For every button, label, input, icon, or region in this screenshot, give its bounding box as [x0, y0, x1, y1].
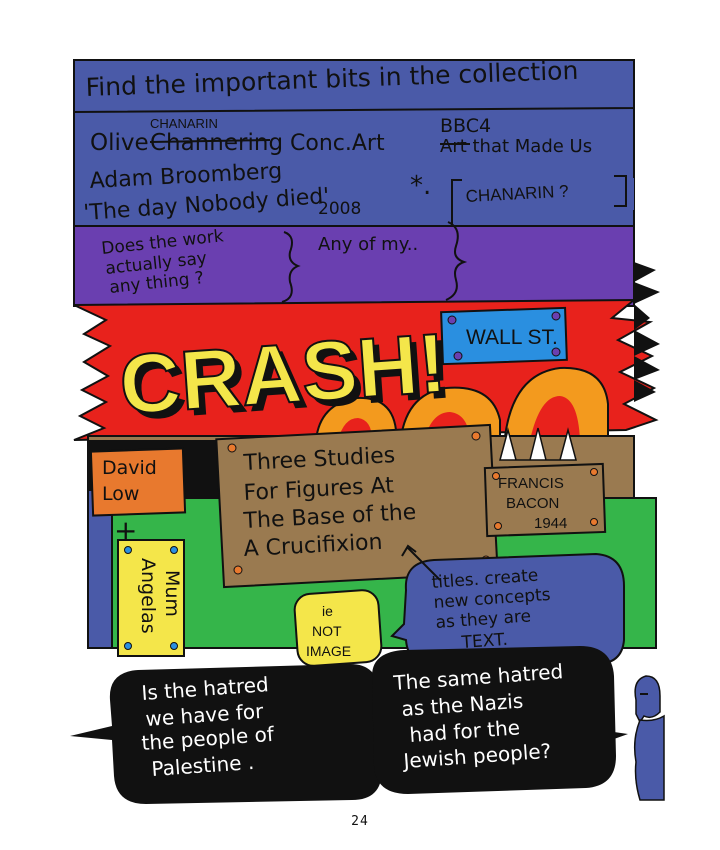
curly-bracket-right	[445, 221, 468, 301]
crash-text: CRASH!	[117, 315, 449, 432]
sign-rivet	[551, 311, 561, 321]
mum-text: Mum	[161, 570, 183, 617]
crash-shadow: CRASH!	[123, 321, 455, 438]
blue-figure-illustration	[633, 675, 665, 801]
label-rivet	[227, 443, 237, 453]
white-teeth	[499, 427, 577, 461]
purple-any-of-my: Any of my..	[318, 234, 418, 255]
page-number: 24	[351, 814, 369, 829]
strike-through	[149, 139, 271, 143]
david-low-line2: Low	[102, 483, 139, 505]
note-art-that-made-us: Art that Made Us	[440, 136, 592, 157]
francis-line1: FRANCIS	[498, 475, 564, 492]
label-rivet	[590, 518, 598, 526]
note-channering-struck: Channering	[150, 130, 283, 156]
label-rivet	[170, 546, 178, 554]
david-low-label	[89, 447, 187, 517]
bacon-line2: BACON	[506, 495, 559, 512]
titles-note-line4: TEXT.	[460, 630, 509, 653]
angelas-text: Angelas	[137, 558, 159, 634]
note-olive: Olive	[90, 130, 149, 156]
note-conc-art: Conc.Art	[290, 131, 385, 156]
wall-st-text: WALL ST.	[466, 326, 558, 349]
note-year: 2008	[318, 199, 361, 219]
ie-not-image-label	[293, 589, 383, 667]
chanarin-box	[452, 178, 634, 210]
label-rivet	[124, 546, 132, 554]
bacon-year: 1944	[534, 515, 567, 532]
purple-panel	[73, 225, 635, 307]
figure-body	[633, 714, 665, 801]
chanarin-bracket	[451, 175, 627, 227]
note-asterisk: *.	[410, 171, 431, 201]
label-rivet	[590, 468, 598, 476]
ie-text: ie	[322, 603, 333, 619]
black-spikes-right	[634, 262, 660, 402]
francis-bacon-label	[483, 462, 607, 538]
sign-rivet	[551, 347, 561, 357]
orange-letter-holes	[338, 396, 580, 440]
figure-head	[634, 675, 661, 724]
arrow-to-label	[401, 544, 441, 581]
sign-rivet	[453, 351, 463, 361]
label-rivet	[170, 642, 178, 650]
david-low-line1: David	[102, 457, 157, 479]
label-rivet	[124, 642, 132, 650]
curly-bracket-left	[281, 231, 301, 303]
sign-rivet	[447, 315, 457, 325]
label-rivet	[233, 565, 243, 575]
note-bbc4: BBC4	[440, 115, 491, 137]
label-rivet	[471, 431, 481, 441]
image-text: IMAGE	[306, 643, 351, 659]
speech-bubble-right	[372, 646, 628, 794]
note-chanarin-correction: CHANARIN	[150, 116, 218, 131]
label-rivet	[492, 472, 500, 480]
speech-bubble-left	[70, 664, 382, 804]
not-text: NOT	[312, 623, 342, 639]
cross-mark: +	[114, 514, 137, 547]
wall-st-sign	[440, 306, 568, 366]
header-strip	[73, 59, 635, 114]
label-rivet	[494, 522, 502, 530]
angelas-mum-label	[117, 539, 185, 657]
